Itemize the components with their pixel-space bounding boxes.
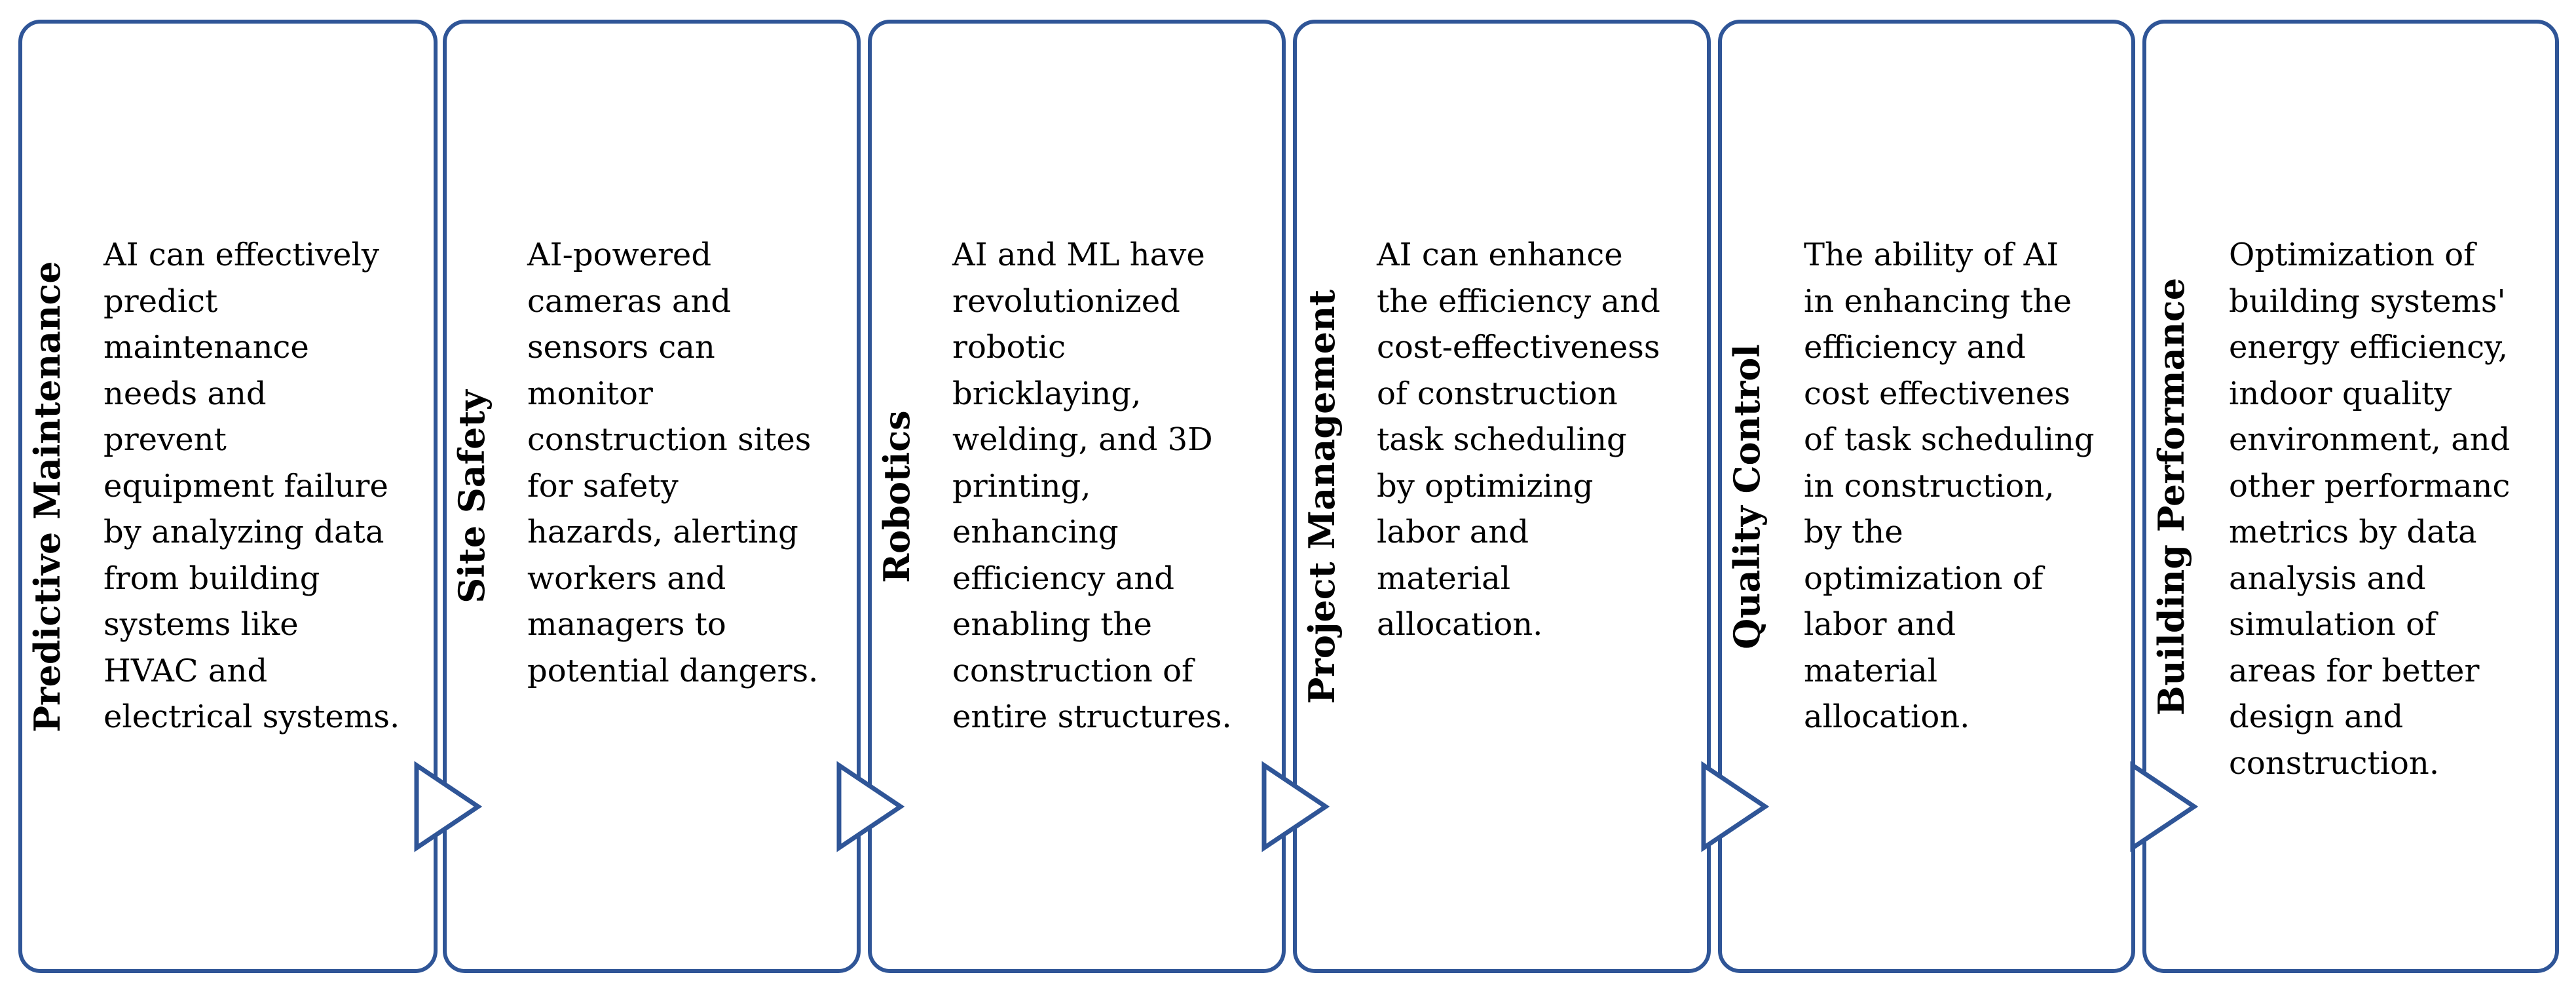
arrow-right-icon [2130,761,2199,852]
description-line: for safety [527,467,679,505]
description-line: allocation. [1377,606,1543,643]
description-line: the efficiency and [1377,282,1660,320]
description-line: other performanc [2229,467,2511,505]
arrow-right-icon [1701,761,1770,852]
description-line: building systems' [2229,282,2506,320]
description-line: potential dangers. [527,652,819,689]
description-line: Optimization of [2229,237,2475,273]
description-line: construction. [2229,744,2440,782]
panel-title: Predictive Maintenance [26,260,68,733]
description-line: equipment failure [103,467,388,505]
arrow-right-icon [414,761,483,852]
description-line: labor and [1377,514,1529,550]
description-line: hazards, alerting [527,514,798,550]
panel-project-management: Project Management AI can enhance the ef… [1293,20,1711,973]
description-line: electrical systems. [103,698,400,735]
panel-description: The ability of AI in enhancing the effic… [1804,232,2131,740]
description-line: entire structures. [952,698,1232,735]
panel-title: Site Safety [451,389,493,603]
description-line: robotic [952,329,1066,366]
panel-title: Robotics [876,410,918,583]
description-line: predict [103,282,218,320]
description-line: optimization of [1804,560,2044,597]
description-line: HVAC and [103,652,268,689]
description-line: in construction, [1804,467,2055,505]
panel-description: AI can enhance the efficiency and cost-e… [1377,232,1704,648]
description-line: AI-powered [527,237,712,273]
panel-description: Optimization of building systems' energy… [2229,232,2556,786]
description-line: by analyzing data [103,514,384,550]
description-line: by the [1804,514,1903,550]
arrow-right-icon [836,761,905,852]
description-line: sensors can [527,329,715,366]
description-line: design and [2229,698,2404,735]
description-line: revolutionized [952,282,1180,320]
description-line: efficiency and [1804,329,2026,366]
description-line: of task scheduling [1804,421,2095,458]
description-line: workers and [527,560,726,597]
description-line: AI can enhance [1377,237,1623,273]
description-line: efficiency and [952,560,1174,597]
description-line: cost-effectiveness [1377,329,1660,366]
panel-quality-control: Quality Control The ability of AI in enh… [1718,20,2135,973]
description-line: indoor quality [2229,375,2452,412]
panel-building-performance: Building Performance Optimization of bui… [2142,20,2559,973]
panel-description: AI and ML have revolutionized robotic br… [952,232,1280,740]
description-line: AI and ML have [952,237,1205,273]
description-line: energy efficiency, [2229,329,2509,366]
description-line: material [1804,652,1938,689]
description-line: labor and [1804,606,1956,643]
description-line: welding, and 3D [952,421,1213,458]
description-line: maintenance [103,329,309,366]
description-line: The ability of AI [1804,237,2059,273]
description-line: enhancing [952,514,1119,550]
description-line: of construction [1377,375,1618,412]
panel-description: AI can effectively predict maintenance n… [103,232,431,740]
description-line: cameras and [527,282,732,320]
description-line: cost effectivenes [1804,375,2070,412]
description-line: areas for better [2229,652,2480,689]
description-line: systems like [103,606,299,643]
description-line: metrics by data [2229,514,2477,550]
description-line: allocation. [1804,698,1970,735]
description-line: bricklaying, [952,375,1142,412]
description-line: material [1377,560,1511,597]
description-line: AI can effectively [103,237,379,273]
panel-title: Project Management [1301,289,1343,704]
description-line: analysis and [2229,560,2426,597]
description-line: by optimizing [1377,467,1594,505]
description-line: construction sites [527,421,812,458]
description-line: monitor [527,375,653,412]
description-line: enabling the [952,606,1152,643]
arrow-right-icon [1261,761,1330,852]
description-line: printing, [952,467,1091,505]
description-line: from building [103,560,320,597]
panel-robotics: Robotics AI and ML have revolutionized r… [868,20,1286,973]
description-line: environment, and [2229,421,2511,458]
description-line: needs and [103,375,267,412]
panel-title: Building Performance [2150,277,2192,716]
description-line: task scheduling [1377,421,1627,458]
description-line: prevent [103,421,227,458]
description-line: in enhancing the [1804,282,2072,320]
description-line: managers to [527,606,726,643]
panel-title: Quality Control [1726,343,1768,649]
description-line: simulation of [2229,606,2436,643]
panel-description: AI-powered cameras and sensors can monit… [527,232,855,694]
panel-site-safety: Site Safety AI-powered cameras and senso… [443,20,861,973]
description-line: construction of [952,652,1193,689]
panel-predictive-maintenance: Predictive Maintenance AI can effectivel… [18,20,438,973]
